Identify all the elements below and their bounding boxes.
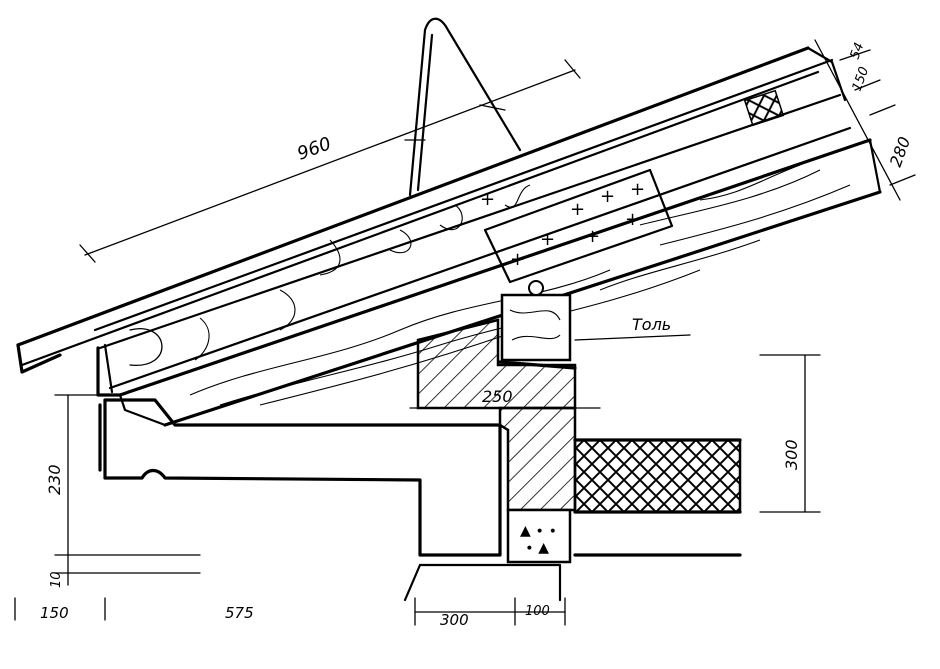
dim-right-depth: 280 — [886, 134, 914, 169]
svg-text:▲ ∙ ∙: ▲ ∙ ∙ — [520, 523, 557, 539]
wall-plate — [416, 280, 577, 410]
dim-bottom-4: 100 — [525, 604, 550, 619]
svg-text:+: + — [480, 189, 495, 210]
dim-bottom-3: 300 — [440, 611, 469, 629]
svg-text:+: + — [585, 226, 600, 247]
svg-text:+: + — [630, 179, 645, 200]
dim-top-upper: 54 — [848, 41, 868, 62]
svg-text:∙ ▲: ∙ ▲ — [525, 540, 549, 556]
dim-bottom-1: 150 — [40, 604, 69, 622]
svg-text:+: + — [600, 186, 615, 207]
roof-hook — [404, 17, 522, 197]
dim-top-mid: 150 — [850, 65, 873, 93]
insulation-block-top — [743, 89, 785, 127]
eave-slab — [98, 398, 502, 557]
roof-covering — [16, 46, 847, 374]
nail-plate: + + + + + + + + — [480, 168, 674, 284]
batten-layer — [98, 93, 852, 390]
svg-text:+: + — [540, 229, 555, 250]
footing — [403, 563, 562, 602]
svg-text:+: + — [625, 209, 640, 230]
label-foil: Толь — [632, 315, 671, 334]
svg-text:+: + — [570, 199, 585, 220]
label-wallplate-width: 250 — [482, 387, 513, 406]
label-rafter-length: 960 — [295, 133, 334, 164]
dim-bottom-2: 575 — [225, 604, 254, 622]
svg-text:+: + — [510, 249, 525, 270]
fascia-board — [96, 343, 122, 397]
dim-bottom-offset: 10 — [49, 571, 64, 588]
wall: ▲ ∙ ∙ ∙ ▲ — [498, 406, 577, 564]
rafter — [118, 138, 882, 427]
dim-eave-height: 230 — [45, 464, 64, 495]
dim-right-wall-height: 300 — [782, 439, 801, 470]
dimension-lines — [14, 39, 916, 626]
insulation-layer — [573, 438, 742, 557]
